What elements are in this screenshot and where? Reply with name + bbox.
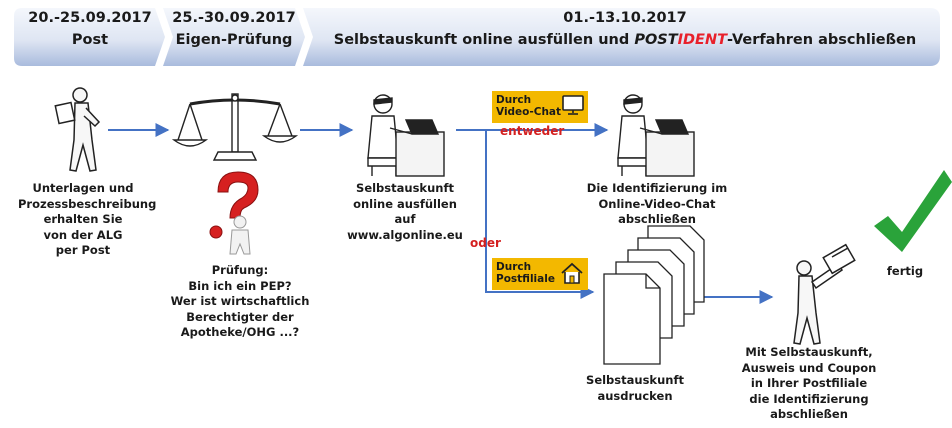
online-label-line: Selbstauskunft — [356, 181, 454, 195]
timeline-step-2: 25.-30.09.2017 Eigen-Prüfung — [168, 7, 300, 51]
check-label-line: Prüfung: — [211, 263, 269, 277]
print-label-line: Selbstauskunft — [586, 373, 684, 387]
video-label: Die Identifizierung im Online-Video-Chat… — [578, 181, 736, 228]
step1-date: 20.-25.09.2017 — [28, 10, 152, 26]
video-user-icon — [617, 94, 695, 177]
branch-label-line: Ausweis und Coupon — [741, 360, 877, 375]
timeline-step-3: 01.-13.10.2017 Selbstauskunft online aus… — [312, 7, 938, 51]
branch-tag-line1: Durch — [496, 261, 532, 273]
online-label-line: auf — [394, 212, 416, 226]
monitor-icon — [562, 95, 584, 115]
video-chat-tag: Durch Video-Chat — [492, 91, 588, 123]
step3-label-suffix: -Verfahren abschließen — [726, 32, 917, 48]
timeline-header: 20.-25.09.2017 Post 25.-30.09.2017 Eigen… — [0, 0, 952, 70]
video-label-line: Die Identifizierung im — [586, 181, 728, 195]
post-label-line: Unterlagen und — [32, 181, 134, 195]
post-label-line: per Post — [55, 243, 111, 257]
video-tag-line2: Video-Chat — [496, 106, 562, 118]
check-label-line: Berechtigter der — [186, 309, 294, 324]
check-label-line: Wer ist wirtschaftlich — [170, 294, 310, 308]
scales-icon — [171, 93, 299, 161]
print-label-line: ausdrucken — [597, 388, 673, 403]
timeline-segment-3 — [303, 8, 940, 66]
video-label-line: Online-Video-Chat — [598, 196, 716, 211]
branch-label: Mit Selbstauskunft, Ausweis und Coupon i… — [734, 345, 884, 423]
documents-icon — [603, 225, 705, 365]
checkmark-icon — [874, 170, 952, 252]
online-label: Selbstauskunft online ausfüllen auf www.… — [340, 181, 470, 243]
laptop-user-icon — [367, 94, 445, 177]
branch-label-line: Mit Selbstauskunft, — [745, 345, 873, 359]
or-label: oder — [470, 236, 501, 250]
branch-label-line: die Identifizierung — [749, 391, 869, 406]
arrow-online-to-print — [485, 130, 595, 299]
step3-label-ident: IDENT — [677, 32, 727, 48]
post-label-line: Prozessbeschreibung — [18, 196, 157, 211]
video-label-line: abschließen — [618, 212, 696, 226]
timeline-segment-2 — [163, 8, 305, 66]
check-label-line: Bin ich ein PEP? — [188, 278, 292, 293]
print-label: Selbstauskunft ausdrucken — [580, 373, 690, 404]
question-figure-icon — [209, 171, 259, 255]
branch-label-line: in Ihrer Postfiliale — [750, 376, 868, 390]
post-label-line: von der ALG — [43, 227, 123, 242]
branch-tag-line2: Postfiliale — [496, 273, 555, 285]
video-tag-line1: Durch — [496, 94, 532, 106]
either-label: entweder — [500, 124, 565, 138]
check-label: Prüfung: Bin ich ein PEP? Wer ist wirtsc… — [170, 263, 310, 341]
house-icon — [561, 262, 583, 284]
check-label-line: Apotheke/OHG ...? — [180, 325, 300, 339]
post-label-line: erhalten Sie — [43, 212, 123, 226]
timeline-bar — [14, 8, 940, 66]
step2-label: Eigen-Prüfung — [175, 32, 293, 48]
post-label: Unterlagen und Prozessbeschreibung erhal… — [18, 181, 157, 259]
step3-label-prefix: Selbstauskunft online ausfüllen und — [333, 32, 635, 48]
step3-label-post: POST — [634, 32, 678, 48]
step2-date: 25.-30.09.2017 — [172, 10, 296, 26]
branch-tag: Durch Postfiliale — [492, 258, 588, 290]
timeline-segment-1 — [14, 8, 165, 66]
online-label-line: www.algonline.eu — [347, 227, 463, 242]
step1-label: Post — [71, 32, 109, 48]
courier-icon — [54, 87, 101, 172]
branch-label-line: abschließen — [770, 407, 848, 421]
done-label: fertig — [886, 264, 924, 278]
branch-courier-icon — [793, 243, 856, 345]
online-label-line: online ausfüllen — [353, 196, 457, 211]
step3-label: Selbstauskunft online ausfüllen und POST… — [312, 29, 938, 51]
timeline-step-1: 20.-25.09.2017 Post — [20, 7, 160, 51]
step3-date: 01.-13.10.2017 — [563, 10, 687, 26]
